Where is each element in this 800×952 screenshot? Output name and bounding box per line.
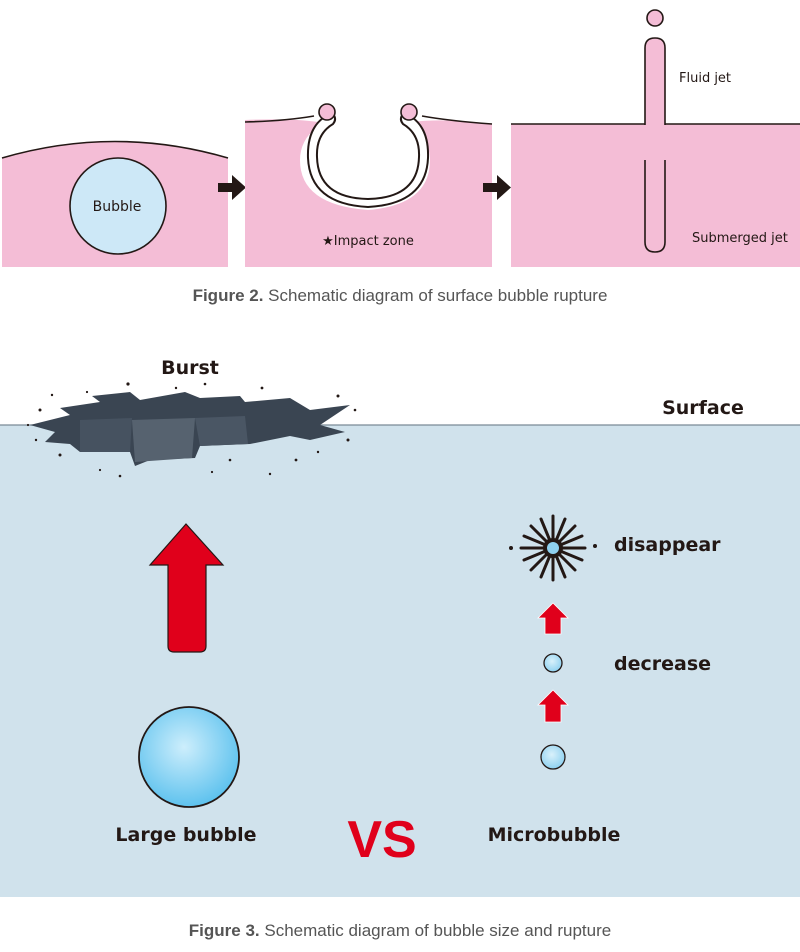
figure-2-caption-text: Schematic diagram of surface bubble rupt… [263,286,608,305]
figure-3-caption-text: Schematic diagram of bubble size and rup… [259,921,612,940]
surface-left [244,115,315,123]
bubble [69,157,167,255]
panel-cavity: ★Impact zone [244,103,493,267]
micro-rise-arrow-bottom [537,689,569,723]
submerged-jet-label: Submerged jet [692,231,788,246]
step-arrow-1 [218,175,246,200]
microbubble-small [540,744,566,770]
submerged-jet [644,160,666,253]
bubble-label: Bubble [93,199,142,215]
vs-label: VS [347,811,416,869]
step-arrow-2 [483,175,511,200]
figure-3-caption: Figure 3. Schematic diagram of bubble si… [0,921,800,941]
cavity-outline [306,110,430,209]
impact-zone-label: ★Impact zone [322,234,414,249]
domed-surface-line [1,140,229,159]
microbubble-label: Microbubble [488,824,621,846]
figure-2-caption: Figure 2. Schematic diagram of surface b… [0,286,800,306]
large-bubble-label: Large bubble [115,824,256,846]
microbubble-medium [543,653,563,673]
surface-label: Surface [662,397,744,419]
figure-2-caption-prefix: Figure 2. [192,286,264,305]
burst-shards [26,382,357,478]
panel-bubble-under-surface: Bubble [1,140,229,267]
water-body [0,425,800,897]
large-rise-arrow [148,523,225,653]
large-bubble [138,706,240,808]
decrease-label: decrease [614,653,711,675]
panel-jets: Fluid jet Submerged jet [511,9,800,267]
rim-lip-right [400,103,418,121]
jet-droplet [646,9,664,27]
burst-label: Burst [161,357,219,379]
disappear-burst-icon [509,514,597,582]
fluid-jet-label: Fluid jet [679,71,731,86]
figure-3-caption-prefix: Figure 3. [188,921,260,940]
micro-rise-arrow-top [537,602,569,635]
fluid-jet [644,37,666,125]
surface-right [421,115,493,125]
rim-lip-left [318,103,336,121]
disappear-label: disappear [614,534,721,556]
liquid-with-cavity [245,119,492,267]
